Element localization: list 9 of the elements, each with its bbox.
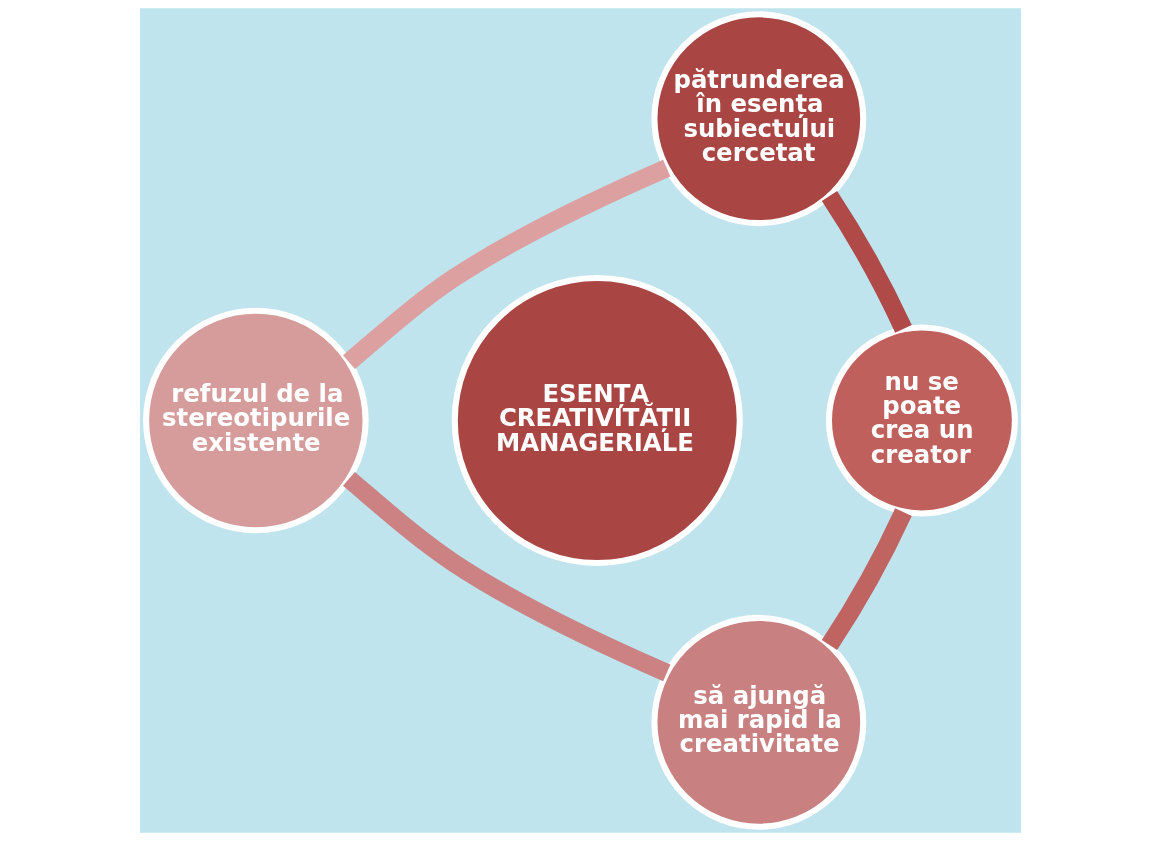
connector: [342, 471, 670, 682]
connector: [821, 191, 912, 333]
node-circle: pătrunderea în esența subiectului cercetat: [650, 11, 866, 227]
node-circle: nu se poate crea un creator: [825, 324, 1018, 517]
node-circle: ESENȚA CREATIVITĂȚII MANAGERIALE: [451, 274, 743, 567]
node-circle: refuzul de la stereotipurile existente: [142, 307, 369, 534]
connector: [821, 508, 912, 650]
connector: [342, 159, 670, 370]
node-circle: să ajungă mai rapid la creativitate: [650, 614, 866, 830]
